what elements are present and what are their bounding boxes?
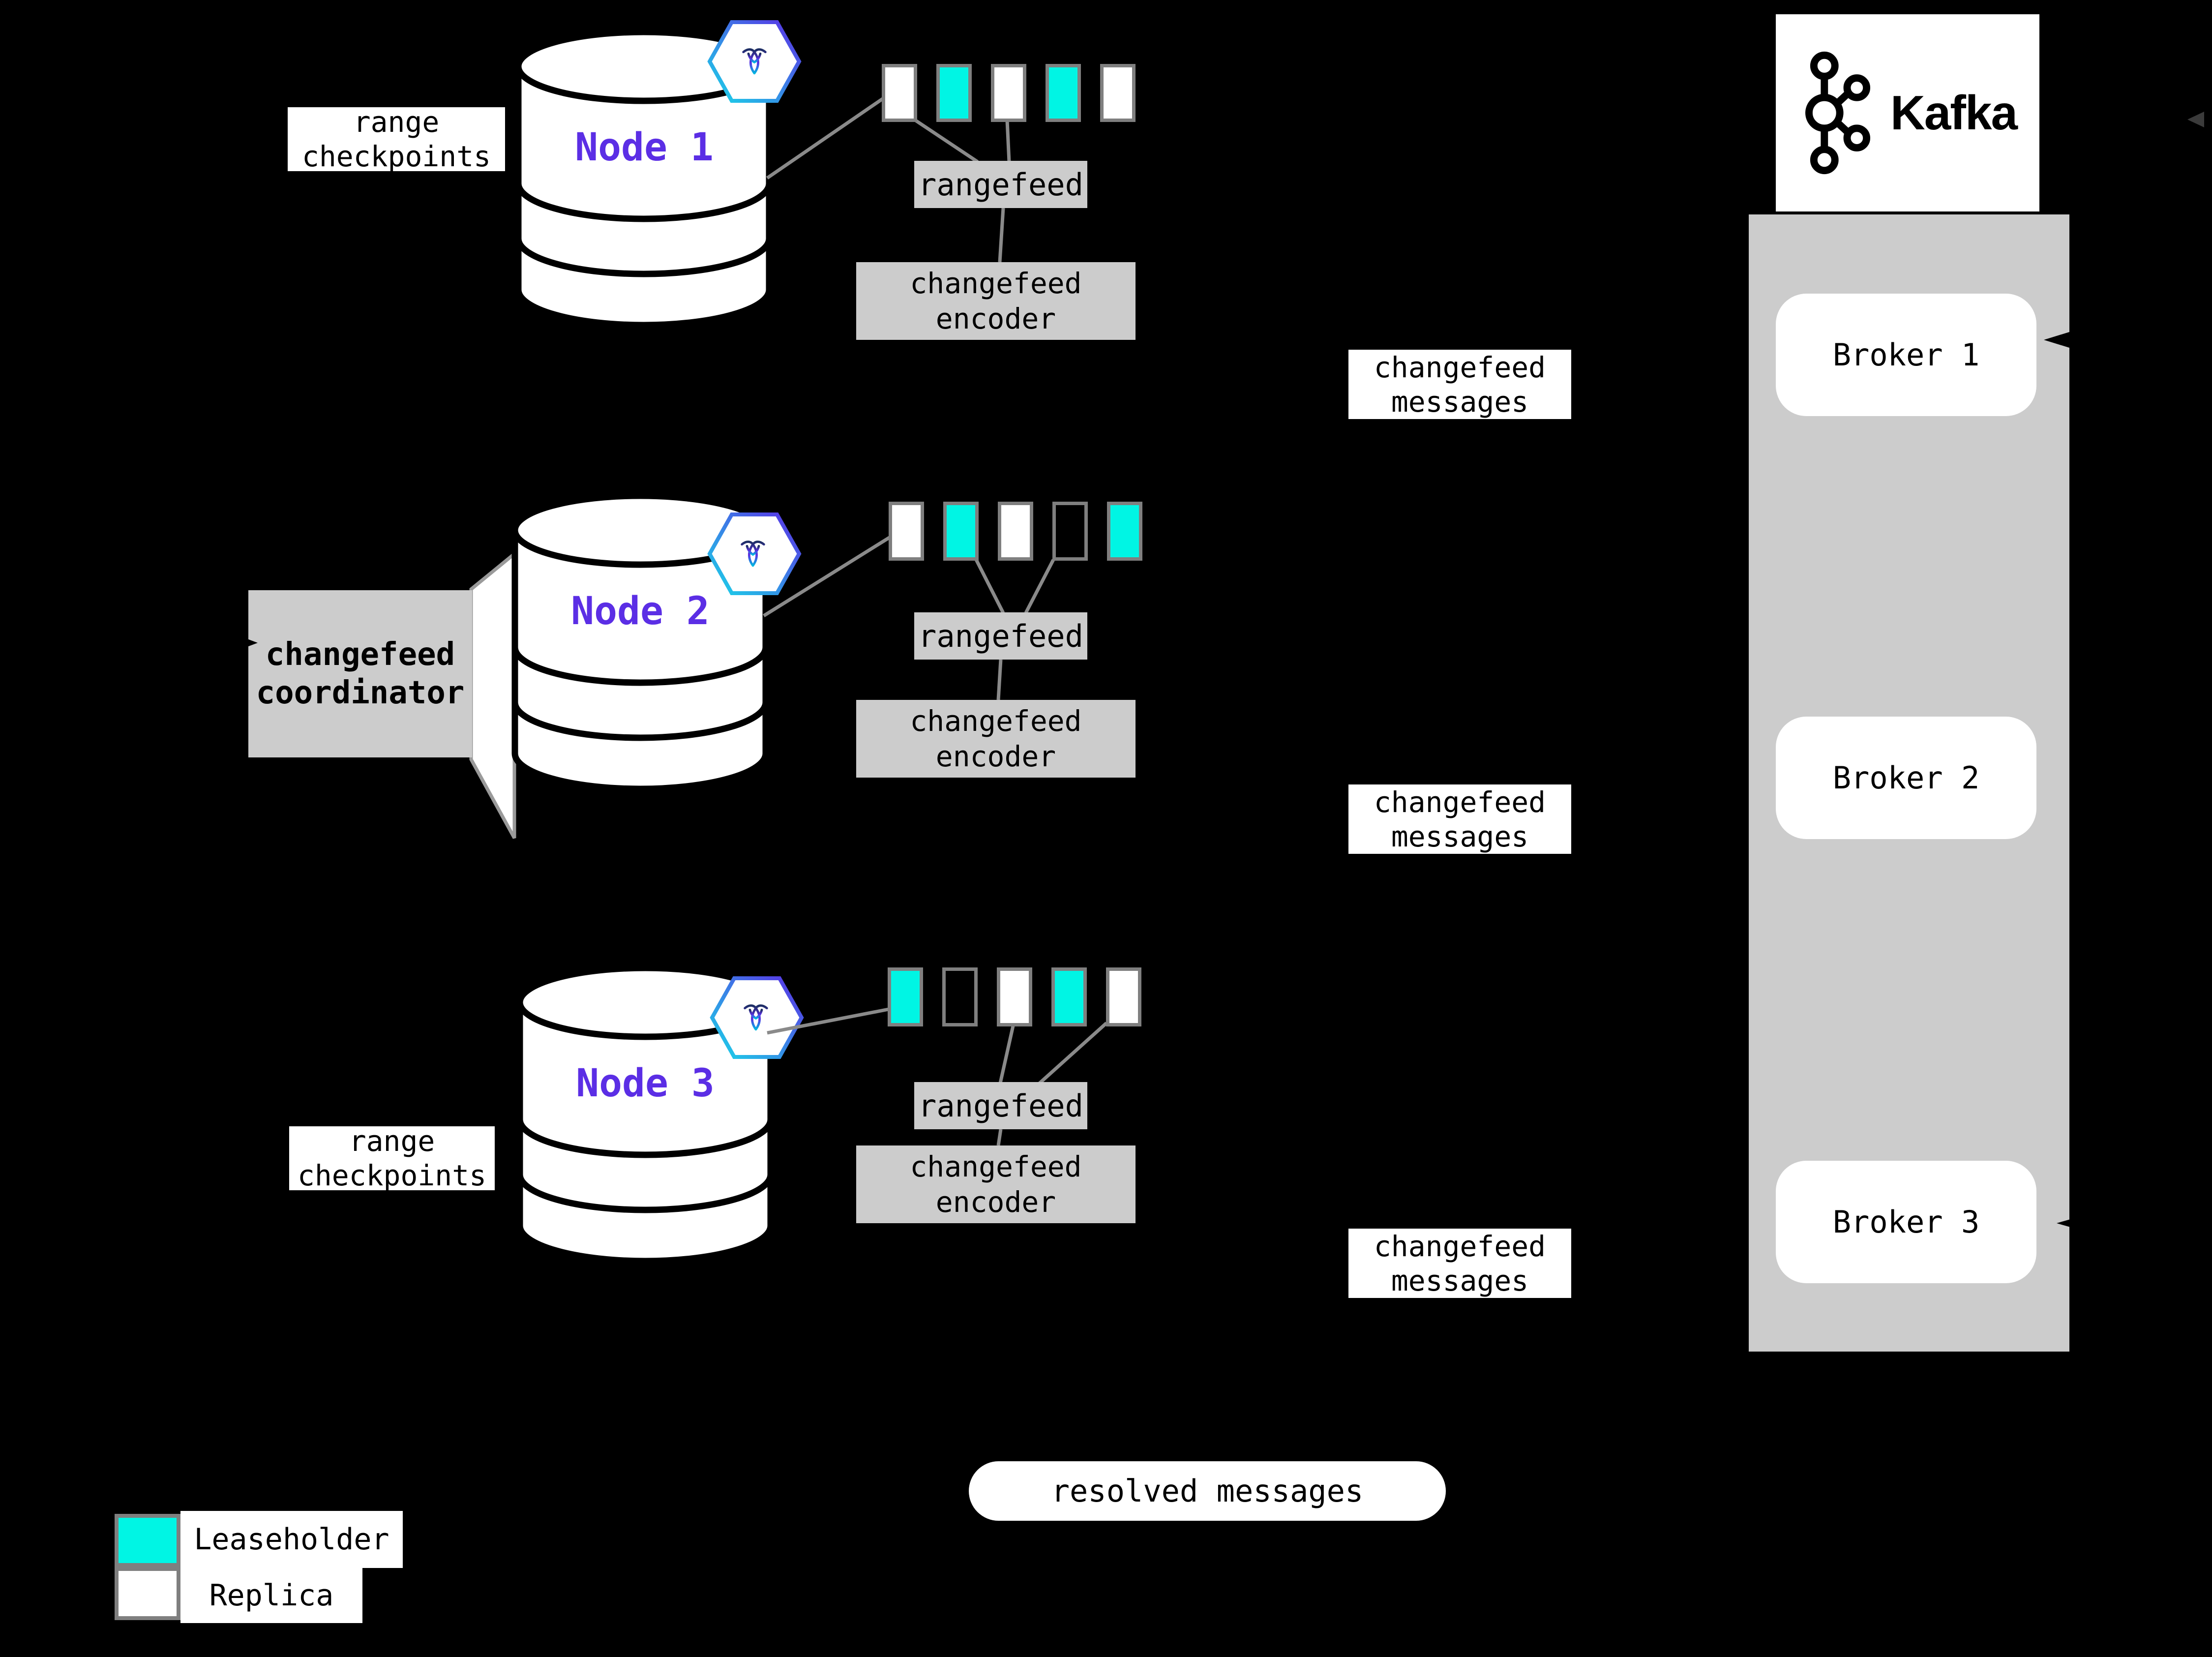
kafka-wordmark: Kafka (1890, 86, 2018, 140)
rangefeed-text: rangefeed (918, 166, 1083, 203)
node1-range-strip (882, 64, 1136, 122)
range-checkpoints-label-node1: range checkpoints (288, 105, 505, 173)
resolved-messages-text: resolved messages (1051, 1473, 1364, 1509)
range-empty (1052, 502, 1088, 561)
cockroachdb-hexagon-icon (710, 976, 804, 1059)
changefeed-encoder-box-node3: changefeed encoder (856, 1145, 1136, 1223)
range-leaseholder (888, 967, 923, 1026)
legend-leaseholder-label: Leaseholder (180, 1511, 403, 1568)
cockroachdb-hexagon-icon (707, 512, 802, 595)
changefeed-encoder-box-node1: changefeed encoder (856, 262, 1136, 340)
changefeed-messages-label-3: changefeed messages (1348, 1229, 1571, 1298)
rangefeed-box-node3: rangefeed (914, 1082, 1087, 1129)
legend-leaseholder-swatch (115, 1514, 180, 1567)
node2-label: Node 2 (571, 589, 710, 633)
rangefeed-box-node2: rangefeed (914, 612, 1087, 660)
range-leaseholder (943, 502, 979, 561)
rangefeed-box-node1: rangefeed (914, 161, 1087, 208)
cockroachdb-hexagon-icon (707, 20, 802, 103)
changefeed-encoder-box-node2: changefeed encoder (856, 700, 1136, 778)
range-replica (1106, 967, 1141, 1026)
node1-label: Node 1 (575, 125, 714, 170)
range-replica (997, 967, 1032, 1026)
changefeed-messages-text: changefeed messages (1374, 785, 1546, 853)
node2-range-strip (889, 502, 1142, 561)
node2-cylinder-icon (511, 492, 769, 792)
changefeed-messages-text: changefeed messages (1374, 1229, 1546, 1297)
range-replica (882, 64, 917, 122)
kafka-logo-box: Kafka (1776, 14, 2039, 211)
range-replica (991, 64, 1026, 122)
range-replica (998, 502, 1033, 561)
changefeed-encoder-text: changefeed encoder (910, 704, 1082, 773)
legend-replica-swatch (115, 1567, 180, 1620)
range-leaseholder (1051, 967, 1087, 1026)
rangefeed-text: rangefeed (918, 618, 1083, 654)
node3-range-strip (888, 967, 1141, 1026)
broker-1: Broker 1 (1776, 294, 2036, 416)
arrowhead-edge-artifact (2187, 112, 2204, 127)
coordinator-flap-shape (469, 550, 516, 839)
broker-3: Broker 3 (1776, 1161, 2036, 1283)
kafka-icon (1805, 51, 1871, 175)
range-leaseholder (936, 64, 972, 122)
node3-cylinder-icon (516, 964, 774, 1265)
changefeed-encoder-text: changefeed encoder (910, 1150, 1082, 1219)
node1-cylinder-icon (515, 29, 773, 329)
broker-2: Broker 2 (1776, 717, 2036, 839)
range-checkpoints-text: range checkpoints (297, 1124, 487, 1192)
changefeed-messages-label-2: changefeed messages (1348, 784, 1571, 854)
range-checkpoints-text: range checkpoints (301, 105, 491, 173)
changefeed-encoder-text: changefeed encoder (910, 267, 1082, 335)
changefeed-coordinator-text: changefeed coordinator (256, 636, 465, 711)
legend-leaseholder-text: Leaseholder (194, 1522, 389, 1557)
rangefeed-text: rangefeed (918, 1087, 1083, 1124)
range-leaseholder (1046, 64, 1081, 122)
range-replica (889, 502, 924, 561)
range-leaseholder (1107, 502, 1142, 561)
legend-replica-text: Replica (209, 1578, 334, 1613)
legend-replica-label: Replica (180, 1568, 362, 1623)
range-replica (1100, 64, 1136, 122)
changefeed-messages-label-1: changefeed messages (1348, 350, 1571, 419)
changefeed-messages-text: changefeed messages (1374, 350, 1546, 419)
range-empty (942, 967, 978, 1026)
range-checkpoints-label-node3: range checkpoints (289, 1124, 495, 1192)
changefeed-coordinator-box: changefeed coordinator (248, 590, 472, 757)
node3-label: Node 3 (576, 1061, 715, 1106)
resolved-messages-pill: resolved messages (969, 1461, 1446, 1521)
